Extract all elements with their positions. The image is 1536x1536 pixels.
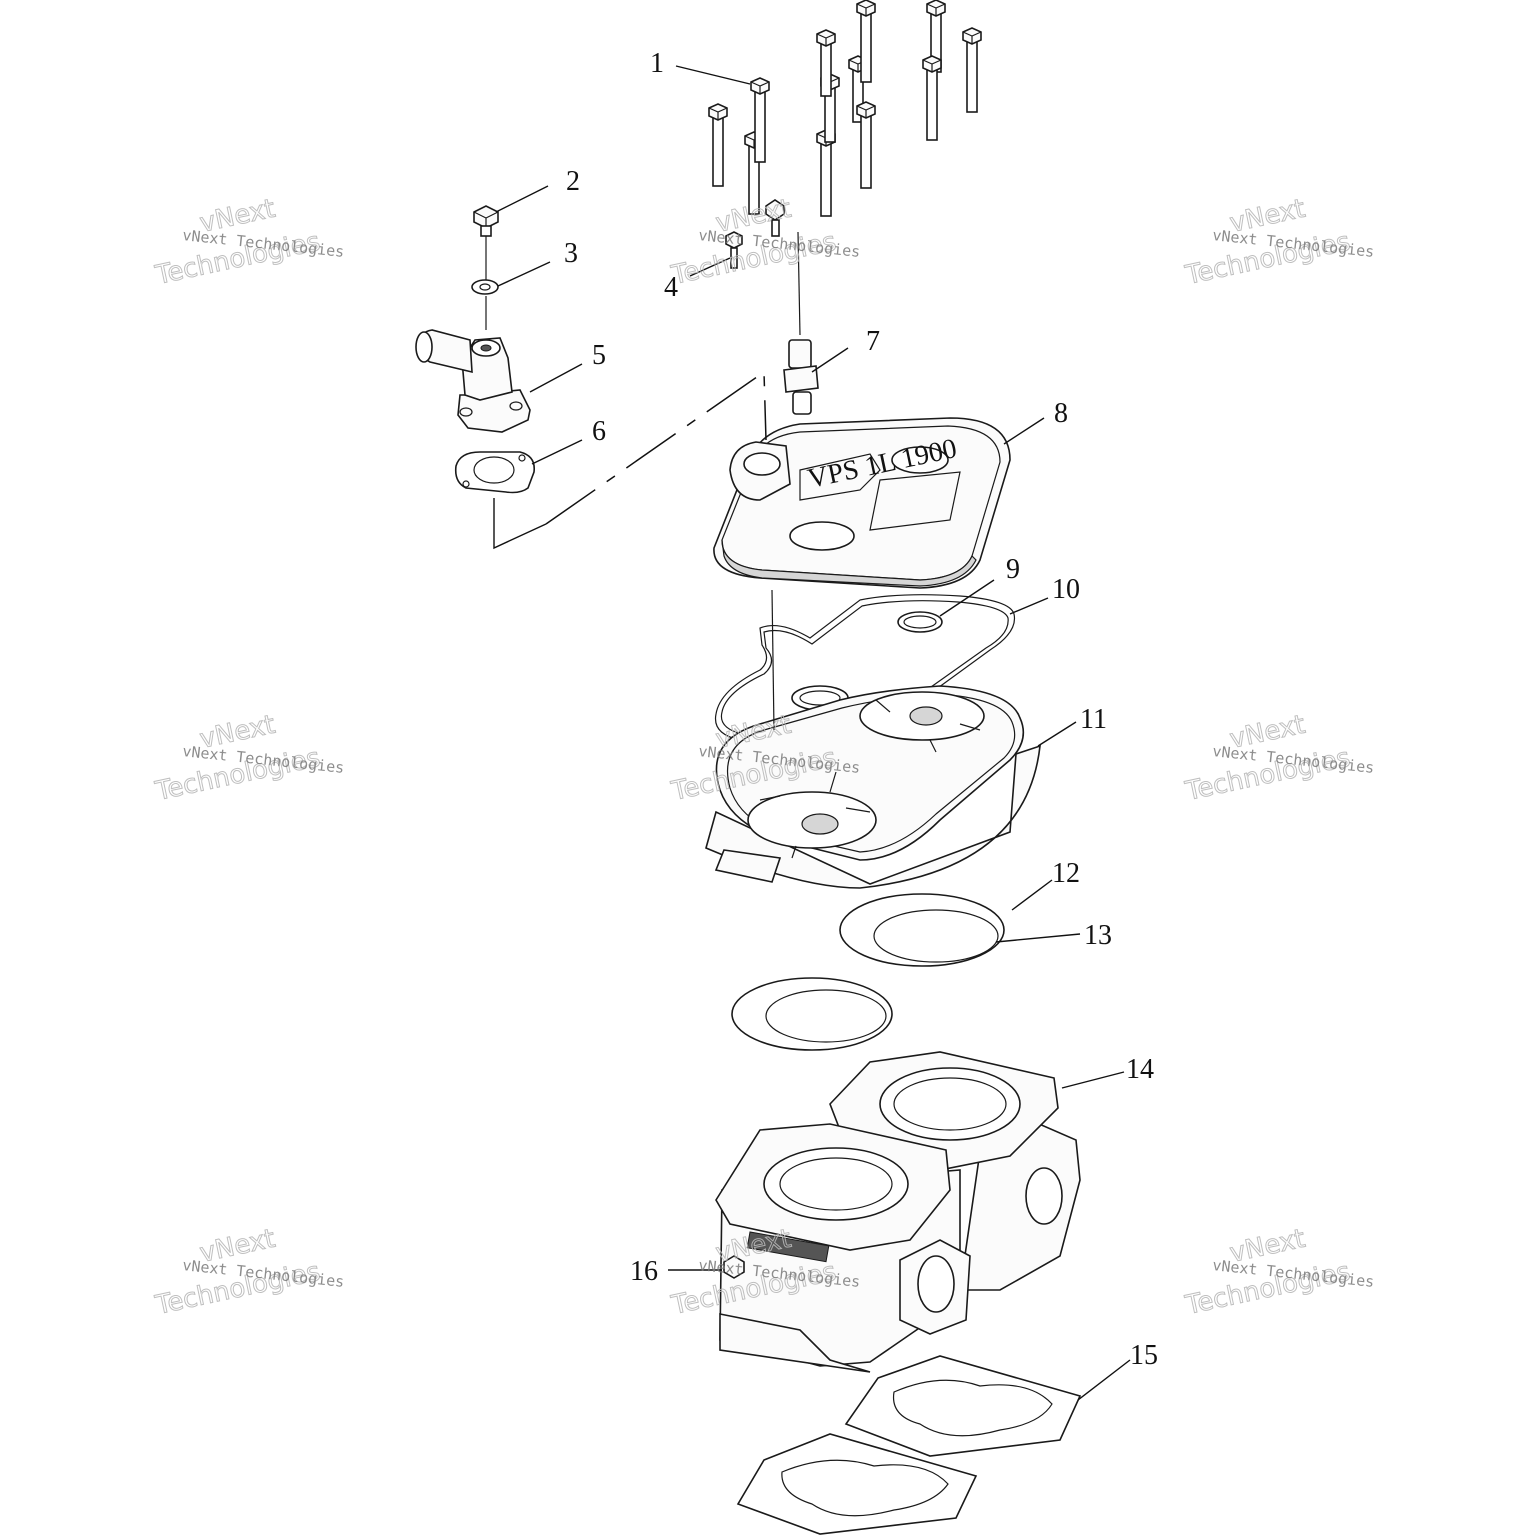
- head-bolt: [816, 129, 836, 217]
- callout-3: 3: [564, 238, 578, 269]
- cylinder-head: [705, 685, 1041, 889]
- head-bolt: [856, 101, 876, 189]
- callout-2: 2: [566, 166, 580, 197]
- screw-part: [473, 205, 499, 280]
- callout-9: 9: [1006, 554, 1020, 585]
- head-bolt: [922, 55, 942, 141]
- callout-1: 1: [650, 48, 664, 79]
- head-bolt: [962, 27, 982, 113]
- water-outlet-elbow: [415, 329, 531, 433]
- assembly-line-a: [493, 498, 547, 550]
- callout-15: 15: [1130, 1340, 1158, 1371]
- small-bolt: [725, 231, 743, 269]
- callout-4: 4: [664, 272, 678, 303]
- drain-screw: [723, 1255, 745, 1279]
- head-rings-lower: [731, 977, 893, 1051]
- callout-7: 7: [866, 326, 880, 357]
- callout-10: 10: [1052, 574, 1080, 605]
- callout-8: 8: [1054, 398, 1068, 429]
- cylinder-block: [715, 1051, 1081, 1373]
- temperature-sensor: [765, 199, 819, 415]
- base-gaskets: [736, 1355, 1082, 1535]
- head-bolt: [750, 77, 770, 163]
- callout-labels: 1 2 3 4 5 6 7 8 9 10 11 12 13 14 15 16: [564, 48, 1158, 1371]
- callout-12: 12: [1052, 858, 1080, 889]
- head-bolt: [816, 29, 836, 97]
- alignment-line: [771, 589, 775, 731]
- head-cover: VPS 1L 1900: [713, 417, 1011, 589]
- callout-11: 11: [1080, 704, 1107, 735]
- callout-13: 13: [1084, 920, 1112, 951]
- head-bolts: [708, 0, 982, 217]
- callout-6: 6: [592, 416, 606, 447]
- head-bolt: [708, 103, 728, 187]
- callout-16: 16: [630, 1256, 658, 1287]
- head-rings-upper: [839, 893, 1005, 967]
- assembly-line-b: [545, 370, 767, 525]
- leader-lines: [495, 65, 1131, 1401]
- washer-part: [471, 279, 499, 330]
- head-bolt: [856, 0, 876, 83]
- callout-14: 14: [1126, 1054, 1154, 1085]
- callout-5: 5: [592, 340, 606, 371]
- outlet-gasket: [454, 451, 536, 494]
